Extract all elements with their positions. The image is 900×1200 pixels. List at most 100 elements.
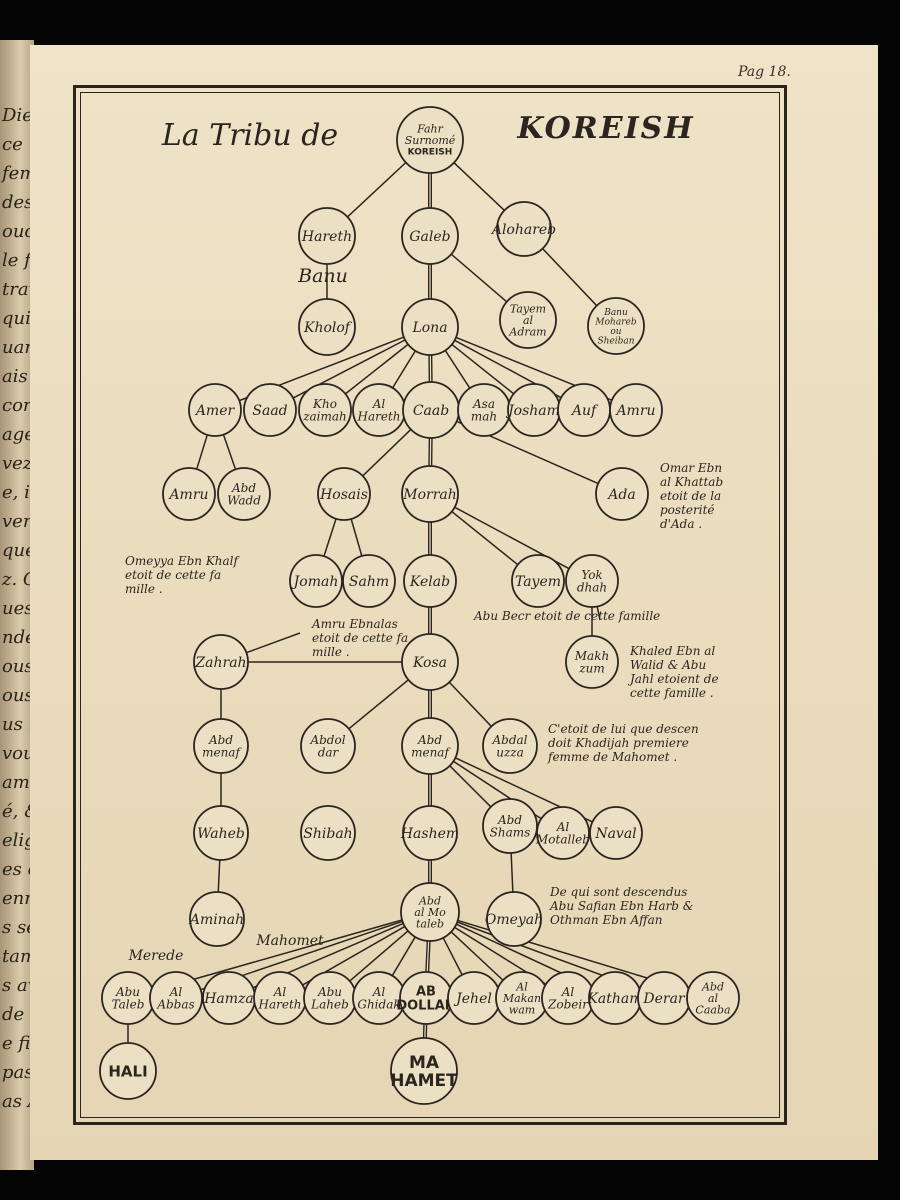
edge-lona-josham bbox=[451, 343, 515, 395]
node-label: ou bbox=[610, 327, 621, 337]
node-label: Sahm bbox=[349, 574, 389, 590]
edge-kosa-abdoldar bbox=[348, 679, 409, 730]
node-label: al bbox=[523, 314, 534, 327]
node-label: Makan bbox=[502, 992, 541, 1005]
node-label: Laheb bbox=[310, 998, 349, 1012]
facing-page-text: des bbox=[2, 192, 34, 213]
page-number: Pag 18. bbox=[738, 64, 791, 80]
node-katham: Katham bbox=[586, 971, 643, 1025]
node-label: Makh bbox=[574, 649, 609, 663]
edge-hosais-jomah bbox=[323, 518, 337, 557]
node-label: Lona bbox=[411, 320, 447, 336]
edge-abdalmotaleb-almakanwam bbox=[450, 931, 504, 981]
node-label: Omeyah bbox=[485, 912, 543, 928]
node-label: Abbas bbox=[156, 998, 194, 1012]
node-label: Fahr bbox=[416, 122, 444, 135]
node-circle bbox=[401, 717, 459, 775]
edge-abdalmotaleb-abulaheb bbox=[349, 930, 409, 982]
note-abusafian-line: Abu Safian Ebn Harb & bbox=[549, 899, 694, 913]
node-circle bbox=[189, 891, 245, 947]
node-label: Zahrah bbox=[194, 655, 246, 671]
node-label: Al bbox=[169, 985, 183, 999]
node-josham: Josham bbox=[505, 383, 561, 437]
node-label: Kelab bbox=[409, 574, 450, 590]
node-label: Al bbox=[273, 985, 287, 999]
node-label: Abd bbox=[418, 894, 441, 907]
node-circle bbox=[298, 383, 352, 437]
plate-border-outer bbox=[73, 85, 787, 1125]
node-label: mah bbox=[471, 410, 497, 424]
node-label: taleb bbox=[416, 917, 444, 930]
node-circle bbox=[595, 467, 649, 521]
node-circle bbox=[289, 554, 343, 608]
node-label: HAMET bbox=[390, 1071, 458, 1091]
node-label: Shams bbox=[490, 826, 531, 840]
node-label: Hosais bbox=[319, 487, 368, 503]
node-label: wam bbox=[509, 1003, 535, 1016]
node-label: uzza bbox=[496, 746, 524, 760]
label-mahomet: Mahomet bbox=[255, 933, 324, 949]
node-circle bbox=[401, 207, 459, 265]
note-omeyya-line: etoit de cette fa bbox=[125, 568, 221, 582]
node-waheb: Waheb bbox=[193, 805, 249, 861]
note-omar-line: al Khattab bbox=[660, 475, 723, 489]
node-label: Kholof bbox=[303, 320, 353, 336]
node-circle bbox=[402, 805, 458, 861]
node-label: Wadd bbox=[227, 494, 261, 508]
node-circle bbox=[499, 291, 557, 349]
node-label: Caaba bbox=[695, 1003, 730, 1016]
edge-abdshams-omeyah bbox=[510, 852, 514, 893]
node-shibah: Shibah bbox=[300, 805, 356, 861]
note-khaled-line: Walid & Abu bbox=[630, 658, 706, 672]
edge-lona-khozaimah bbox=[344, 343, 409, 395]
edge-amer-amru2 bbox=[195, 434, 209, 470]
node-circle bbox=[400, 882, 460, 942]
node-label: Ghidak bbox=[357, 998, 400, 1012]
note-omeyya-line: mille . bbox=[125, 582, 163, 596]
note-omar-line: d'Ada . bbox=[660, 517, 702, 531]
label-merede: Merede bbox=[128, 948, 184, 964]
edge-fahr-alohareb bbox=[453, 162, 505, 211]
node-amru1: Amru bbox=[609, 383, 663, 437]
edge-kosa-abdaluzza bbox=[448, 681, 492, 727]
node-circle bbox=[496, 201, 552, 257]
node-circle bbox=[193, 634, 249, 690]
edge-abdalmotaleb-jehel bbox=[442, 937, 463, 976]
node-label: Katham bbox=[586, 991, 642, 1007]
node-label: Taleb bbox=[112, 998, 145, 1012]
node-alohareb: Alohareb bbox=[490, 201, 556, 257]
node-label: Hareth bbox=[301, 229, 352, 245]
node-label: Alohareb bbox=[490, 222, 556, 238]
note-khaled-line: Jahl etoient de bbox=[627, 672, 719, 686]
node-label: Al bbox=[556, 820, 570, 834]
node-label: Banu bbox=[603, 308, 628, 318]
edge-alohareb-banumoh bbox=[542, 248, 598, 307]
node-jomah: Jomah bbox=[289, 554, 343, 608]
edge-amer-abdwadd bbox=[222, 434, 237, 470]
edge-fahr-hareth bbox=[346, 161, 407, 218]
node-label: Abd bbox=[231, 481, 256, 495]
note-khadijah-line: C'etoit de lui que descen bbox=[548, 722, 699, 736]
node-zahrah: Zahrah bbox=[193, 634, 249, 690]
facing-page-text: ce bbox=[2, 134, 23, 155]
note-khadijah-line: doit Khadijah premiere bbox=[548, 736, 689, 750]
note-omeyya-line: Omeyya Ebn Khalf bbox=[125, 554, 241, 568]
node-hamza: Hamza bbox=[202, 971, 256, 1025]
note-khaled-line: cette famille . bbox=[630, 686, 714, 700]
node-circle bbox=[482, 798, 538, 854]
node-label: Abdol bbox=[309, 733, 345, 747]
node-label: Hashem bbox=[400, 826, 459, 842]
